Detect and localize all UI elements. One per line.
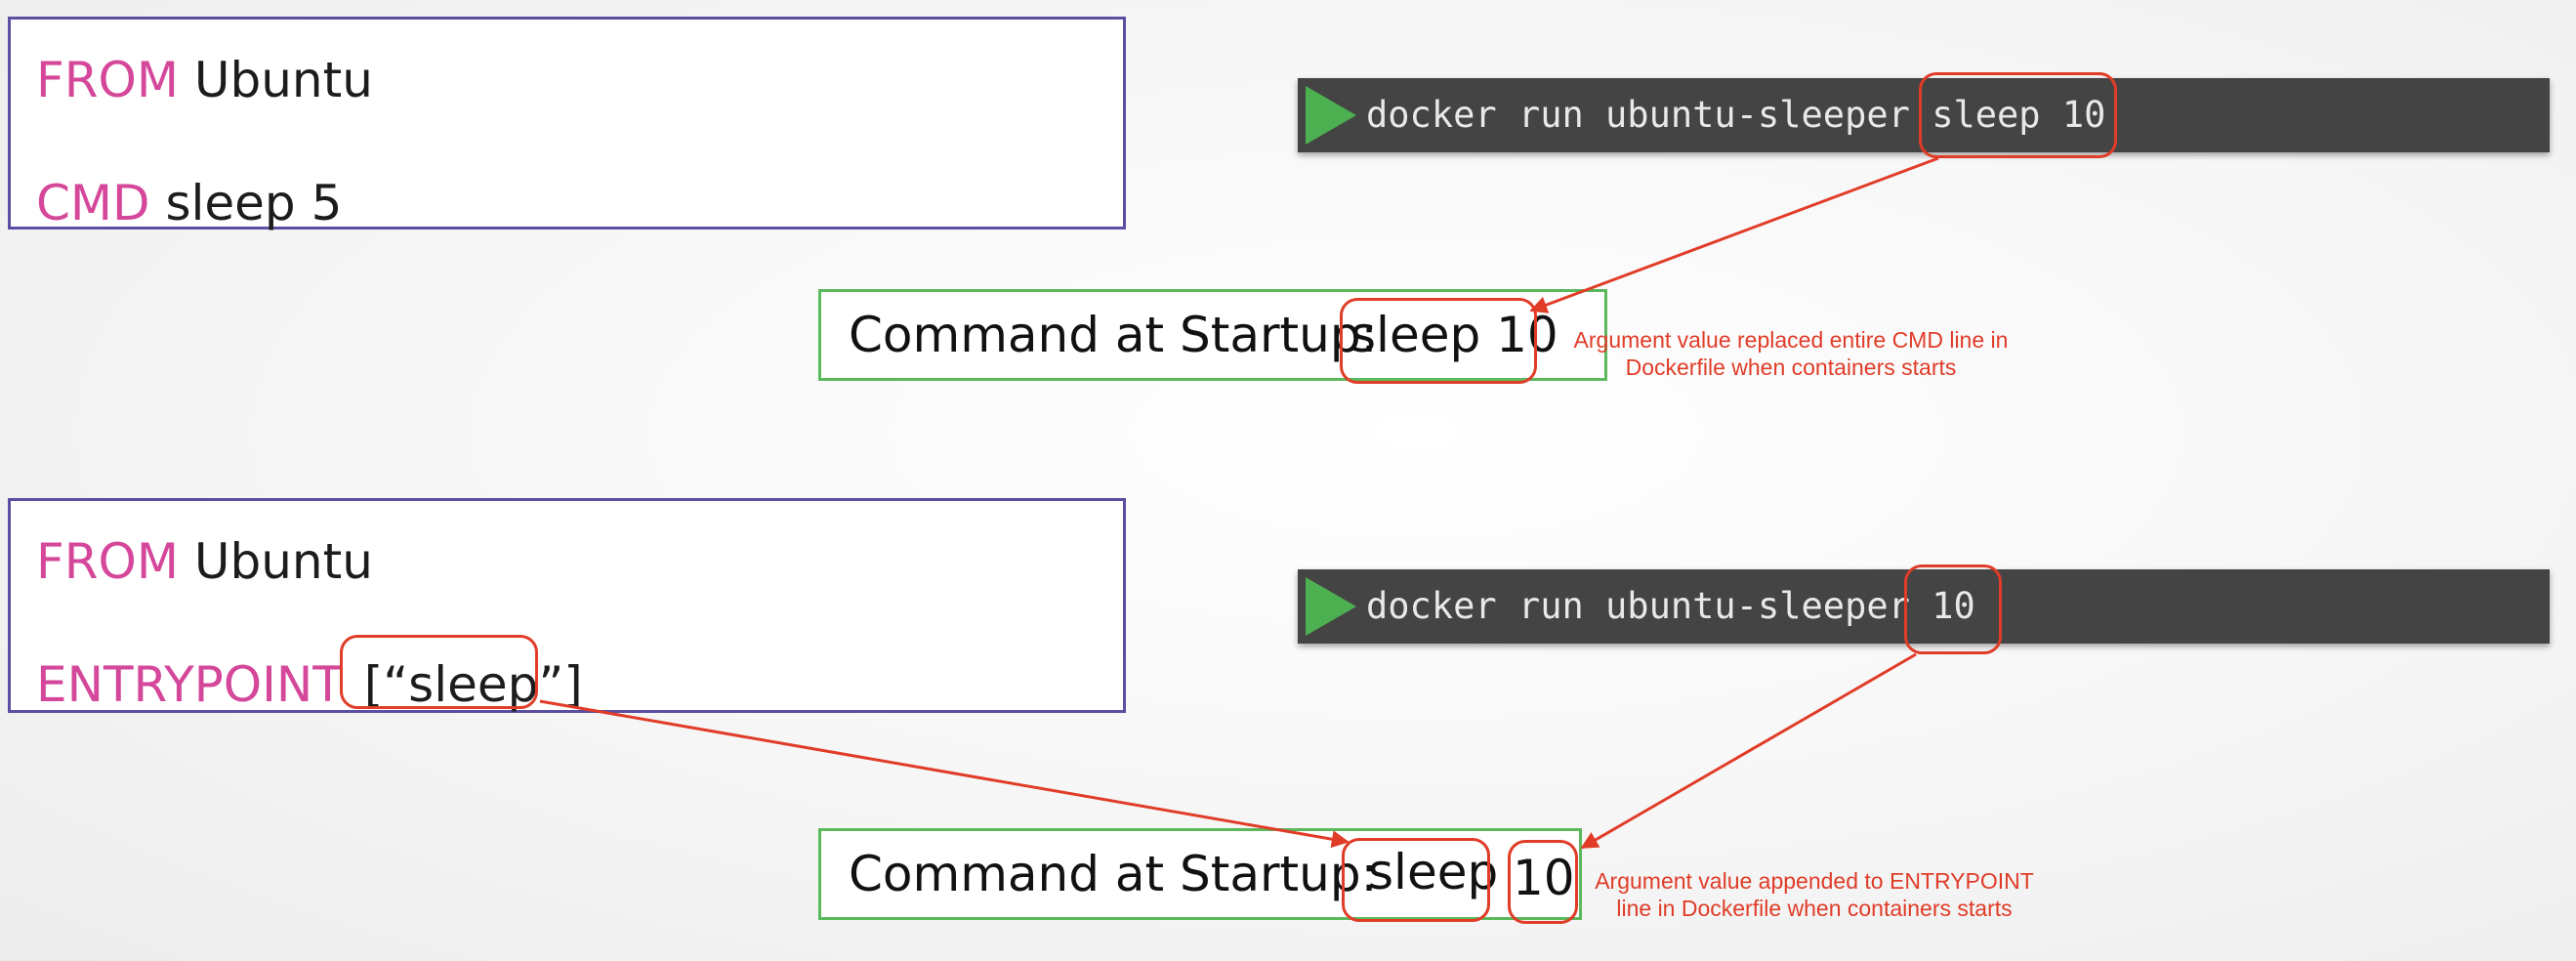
annotation-entrypoint-line1: Argument value appended to ENTRYPOINT [1595,868,2034,894]
terminal-bottom: docker run ubuntu-sleeper 10 [1298,569,2550,644]
terminal-arg: 10 [1932,585,1975,627]
keyword-from: FROM [36,52,179,108]
annotation-entrypoint: Argument value appended to ENTRYPOINT li… [1574,867,2055,922]
dockerfile-line-from: FROM Ubuntu [36,51,373,109]
annotation-cmd: Argument value replaced entire CMD line … [1523,326,2058,381]
play-icon [1306,577,1356,636]
play-icon [1306,86,1356,145]
highlight-entrypoint-value [340,635,538,709]
dockerfile-line-from: FROM Ubuntu [36,532,373,591]
highlight-startup-top [1340,298,1537,384]
startup-box-bottom: Command at Startup: sleep 10 [818,828,1582,920]
terminal-top: docker run ubuntu-sleeper sleep 10 [1298,78,2550,152]
arrow-terminal-to-startup-bottom [1580,652,1917,850]
dockerfile-entrypoint-box: FROM Ubuntu ENTRYPOINT [“sleep”] [8,498,1126,713]
terminal-command: docker run ubuntu-sleeper [1366,585,1910,627]
keyword-from: FROM [36,533,179,590]
terminal-arg: sleep 10 [1932,94,2106,136]
dockerfile-line-entrypoint: ENTRYPOINT [“sleep”] [36,655,583,714]
terminal-command: docker run ubuntu-sleeper [1366,94,1910,136]
dockerfile-line-cmd: CMD sleep 5 [36,174,342,232]
startup-value-arg: 10 [1513,850,1575,906]
cmd-value: sleep 5 [165,175,343,231]
arrow-terminal-to-startup-top [1529,156,1939,313]
from-value: Ubuntu [193,52,373,108]
startup-box-top: Command at Startup: sleep 10 [818,289,1607,381]
dockerfile-cmd-box: FROM Ubuntu CMD sleep 5 [8,17,1126,232]
startup-value: sleep 10 [1350,307,1558,363]
arrow-entrypoint-to-startup [539,699,1350,849]
highlight-startup-arg [1508,840,1578,924]
keyword-cmd: CMD [36,175,150,231]
from-value: Ubuntu [193,533,373,590]
highlight-terminal-arg-bottom [1904,564,2002,654]
annotation-entrypoint-line2: line in Dockerfile when containers start… [1616,896,2013,921]
highlight-startup-sleep [1342,838,1490,922]
annotation-cmd-line1: Argument value replaced entire CMD line … [1573,327,2009,353]
highlight-terminal-arg-top [1919,72,2117,158]
startup-label: Command at Startup: [849,307,1378,363]
startup-label: Command at Startup: [849,846,1378,902]
annotation-cmd-line2: Dockerfile when containers starts [1625,355,1957,380]
keyword-entrypoint: ENTRYPOINT [36,656,343,713]
